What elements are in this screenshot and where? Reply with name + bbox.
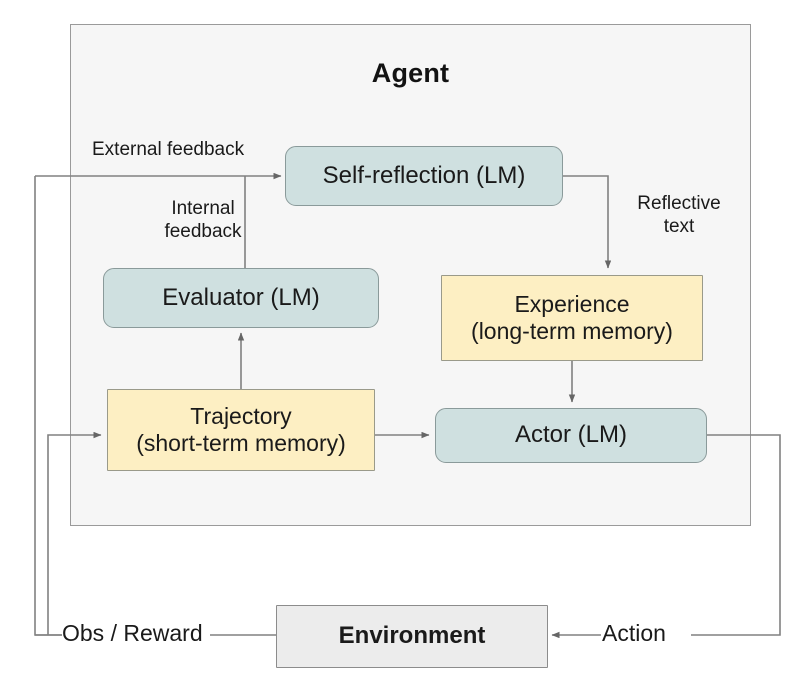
label-action: Action: [602, 620, 666, 646]
node-actor[interactable]: Actor (LM): [435, 408, 707, 463]
label-internal-feedback: Internal feedback: [151, 198, 255, 244]
edge-actor-to-action: [691, 434, 781, 636]
node-self-reflection-label: Self-reflection (LM): [322, 161, 526, 189]
node-experience[interactable]: Experience (long-term memory): [441, 275, 703, 361]
agent-title: Agent: [371, 58, 450, 88]
label-reflective-text: Reflective text: [627, 193, 731, 239]
node-trajectory-label: Trajectory: [190, 402, 292, 429]
node-evaluator[interactable]: Evaluator (LM): [103, 268, 379, 328]
edge-selfreflection-to-experience: [563, 175, 612, 269]
label-internal-feedback-line1: Internal: [171, 198, 235, 219]
node-actor-label: Actor (LM): [514, 421, 627, 449]
node-trajectory-sublabel: (short-term memory): [136, 430, 346, 456]
node-trajectory[interactable]: Trajectory (short-term memory): [107, 389, 375, 471]
label-reflective-text-line2: text: [663, 215, 695, 237]
node-evaluator-label: Evaluator (LM): [162, 283, 320, 311]
node-environment-label: Environment: [338, 622, 486, 650]
label-obs-reward: Obs / Reward: [62, 620, 203, 646]
label-internal-feedback-line2: feedback: [164, 220, 242, 242]
node-environment[interactable]: Environment: [276, 605, 548, 668]
edge-obs-reward-rail: [47, 431, 102, 635]
node-experience-sublabel: (long-term memory): [471, 318, 673, 344]
label-external-feedback: External feedback: [92, 139, 245, 160]
node-self-reflection[interactable]: Self-reflection (LM): [285, 146, 563, 206]
label-reflective-text-line1: Reflective: [637, 193, 721, 214]
node-experience-label: Experience: [514, 290, 630, 317]
